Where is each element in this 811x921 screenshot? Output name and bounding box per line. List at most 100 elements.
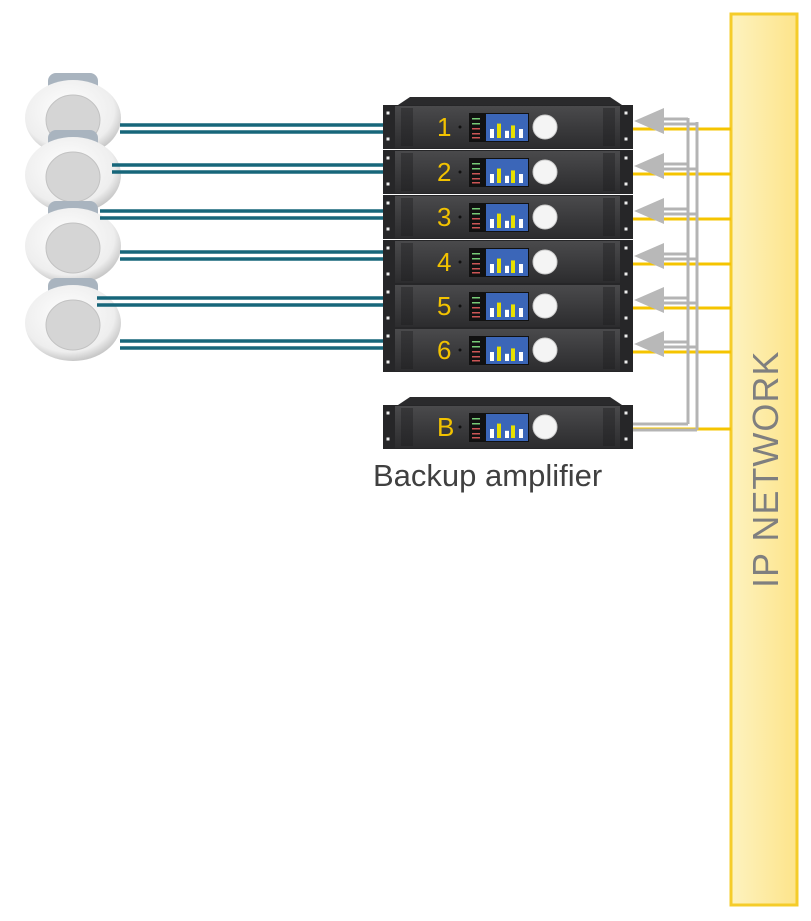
led xyxy=(458,215,462,219)
volume-knob xyxy=(532,249,558,275)
status-indicator xyxy=(472,213,480,215)
status-indicator xyxy=(472,258,480,260)
status-indicator xyxy=(472,163,480,165)
status-indicator xyxy=(472,346,480,348)
rack-hole xyxy=(624,272,628,276)
status-indicator xyxy=(472,297,480,299)
led xyxy=(458,260,462,264)
status-indicator xyxy=(472,227,480,229)
level-meter xyxy=(511,304,515,317)
amp-number: 4 xyxy=(437,247,451,277)
status-indicator xyxy=(472,307,480,309)
status-indicator xyxy=(472,433,480,435)
volume-knob xyxy=(532,114,558,140)
status-indicator xyxy=(472,423,480,425)
status-indicator xyxy=(472,128,480,130)
status-indicator xyxy=(472,428,480,430)
ip-network-bar: IP NETWORK xyxy=(729,12,799,907)
level-meter xyxy=(497,302,501,317)
status-indicator xyxy=(472,316,480,318)
rack-hole xyxy=(386,437,390,441)
rack-hole xyxy=(386,111,390,115)
rack-hole xyxy=(386,334,390,338)
level-meter xyxy=(505,353,509,361)
status-indicator xyxy=(472,133,480,135)
status-indicator xyxy=(472,173,480,175)
rack-hole xyxy=(624,201,628,205)
rack-hole xyxy=(624,156,628,160)
rack-hole xyxy=(624,334,628,338)
level-meter xyxy=(519,129,523,138)
volume-knob xyxy=(532,204,558,230)
amp-number: 5 xyxy=(437,291,451,321)
rack-hole xyxy=(624,182,628,186)
status-indicator xyxy=(472,253,480,255)
level-meter xyxy=(497,346,501,361)
status-indicator xyxy=(472,137,480,139)
level-meter xyxy=(490,308,494,317)
ceiling-speaker xyxy=(25,130,121,213)
amplifier: 1 xyxy=(383,97,633,149)
failover-arrow-icon xyxy=(634,331,664,357)
speaker-grille xyxy=(45,299,101,351)
rack-hole xyxy=(386,201,390,205)
status-indicator xyxy=(472,118,480,120)
backup-amplifier-caption: Backup amplifier xyxy=(373,458,603,493)
ip-network-label: IP NETWORK xyxy=(745,351,786,588)
amplifier: 4 xyxy=(383,240,633,284)
level-meter xyxy=(505,309,509,317)
level-meter xyxy=(511,170,515,183)
rack-hole xyxy=(624,290,628,294)
level-meter xyxy=(511,260,515,273)
level-meter xyxy=(511,215,515,228)
led xyxy=(458,304,462,308)
level-meter xyxy=(490,429,494,438)
status-indicator xyxy=(472,263,480,265)
level-meter xyxy=(511,125,515,138)
volume-knob xyxy=(532,159,558,185)
level-meter xyxy=(497,168,501,183)
status-indicator xyxy=(472,356,480,358)
status-indicator xyxy=(472,178,480,180)
rack-hole xyxy=(624,227,628,231)
rack-hole xyxy=(386,360,390,364)
led xyxy=(458,348,462,352)
rack-hole xyxy=(386,246,390,250)
rack-hole xyxy=(624,437,628,441)
status-indicator xyxy=(472,218,480,220)
amplifier: 2 xyxy=(383,150,633,194)
failover-arrow-icon xyxy=(634,198,664,224)
status-indicator xyxy=(472,123,480,125)
status-indicator xyxy=(472,341,480,343)
led xyxy=(458,425,462,429)
volume-knob xyxy=(532,293,558,319)
level-meter xyxy=(511,425,515,438)
led xyxy=(458,125,462,129)
amp-top xyxy=(398,97,622,105)
level-meter xyxy=(497,423,501,438)
failover-arrow-icon xyxy=(634,108,664,134)
ceiling-speaker xyxy=(25,278,121,361)
level-meter xyxy=(511,348,515,361)
status-indicator xyxy=(472,268,480,270)
status-indicator xyxy=(472,418,480,420)
status-indicator xyxy=(472,168,480,170)
status-indicator xyxy=(472,437,480,439)
level-meter xyxy=(490,129,494,138)
level-meter xyxy=(519,352,523,361)
cables xyxy=(97,123,731,431)
status-indicator xyxy=(472,302,480,304)
level-meter xyxy=(497,123,501,138)
level-meter xyxy=(505,430,509,438)
level-meter xyxy=(519,308,523,317)
rack-hole xyxy=(386,156,390,160)
rack-hole xyxy=(386,137,390,141)
rack-hole xyxy=(386,411,390,415)
level-meter xyxy=(490,352,494,361)
level-meter xyxy=(519,174,523,183)
rack-hole xyxy=(386,227,390,231)
level-meter xyxy=(497,258,501,273)
amp-number: 6 xyxy=(437,335,451,365)
